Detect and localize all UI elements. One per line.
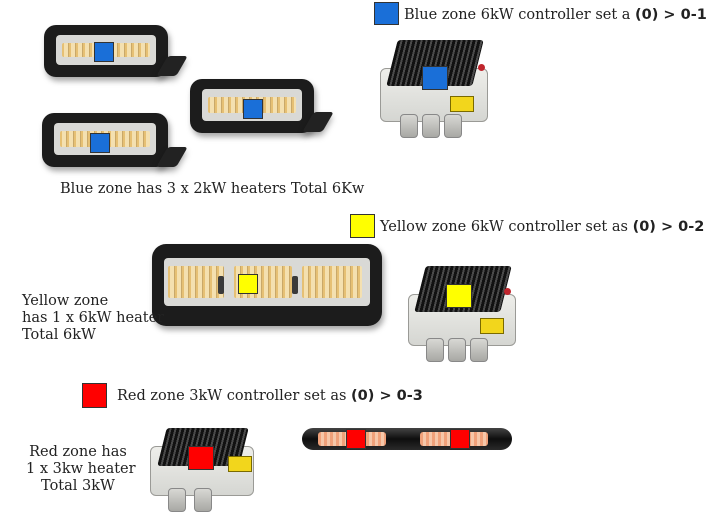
yellow-caption: Yellow zone has 1 x 6kW heater Total 6kW: [22, 293, 165, 343]
blue-controller-box: [380, 40, 488, 138]
red-tube-heater: [302, 428, 512, 450]
yellow-setting: (0) > 0-2: [632, 219, 705, 235]
red-controller-box: [150, 428, 254, 512]
blue-zone-marker: [422, 66, 448, 90]
blue-heater-3: [42, 113, 168, 167]
blue-heater-1: [44, 25, 168, 77]
yellow-controller-label: Yellow zone 6kW controller set as (0) > …: [380, 219, 705, 235]
warning-label: [480, 318, 504, 334]
yellow-zone-swatch: [350, 214, 375, 238]
indicator-led: [504, 288, 511, 295]
yellow-heater: [152, 244, 382, 326]
yellow-controller-box: [408, 266, 516, 362]
red-zone-marker: [188, 446, 214, 470]
blue-caption: Blue zone has 3 x 2kW heaters Total 6Kw: [60, 181, 365, 197]
warning-label: [228, 456, 252, 472]
red-caption: Red zone has 1 x 3kw heater Total 3kW: [26, 444, 136, 494]
blue-setting: (0) > 0-1: [635, 7, 707, 23]
blue-controller-label: Blue zone 6kW controller set a (0) > 0-1: [404, 7, 707, 23]
red-setting: (0) > 0-3: [351, 388, 423, 404]
red-zone-marker: [346, 429, 366, 449]
indicator-led: [478, 64, 485, 71]
blue-zone-marker: [90, 133, 110, 153]
red-zone-swatch: [82, 383, 107, 408]
blue-heater-2: [190, 79, 314, 133]
blue-zone-marker: [243, 99, 263, 119]
yellow-zone-marker: [446, 284, 472, 308]
blue-zone-swatch: [374, 2, 399, 25]
yellow-zone-marker: [238, 274, 258, 294]
warning-label: [450, 96, 474, 112]
red-controller-label: Red zone 3kW controller set as (0) > 0-3: [117, 388, 423, 404]
blue-zone-marker: [94, 42, 114, 62]
red-zone-marker: [450, 429, 470, 449]
